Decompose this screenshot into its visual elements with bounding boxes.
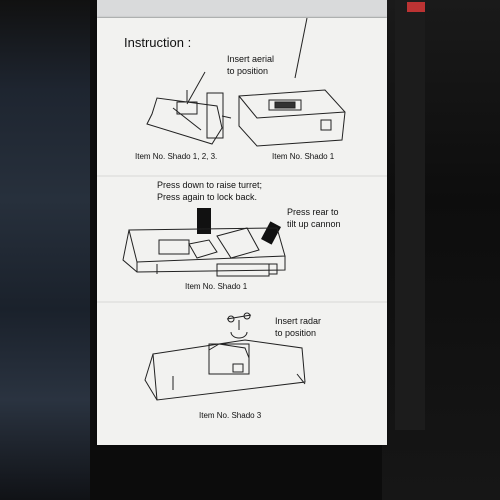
background-left <box>0 0 90 500</box>
panel1-caption-left: Item No. Shado 1, 2, 3. <box>135 152 218 161</box>
panel3-vehicle <box>144 339 306 401</box>
box-tab-red-right <box>407 2 425 12</box>
panel1-pointer-right <box>294 18 308 79</box>
panel2-note1-line2: Press again to lock back. <box>157 192 258 202</box>
panel1-pointer-left <box>186 71 206 105</box>
panel1-note-line2: to position <box>227 66 269 76</box>
panel1-note-line1: Insert aerial <box>227 54 275 64</box>
press-cannon-marker <box>261 221 281 245</box>
background-box <box>367 0 425 430</box>
panel3-note-line2: to position <box>275 328 317 338</box>
panel2-note2-line1: Press rear to <box>287 207 339 217</box>
panel2-note2-line2: tilt up cannon <box>287 219 341 229</box>
panel3-note-line1: Insert radar <box>275 316 322 326</box>
panel1-vehicle-left <box>146 90 232 145</box>
panel3-radar-part <box>226 312 252 339</box>
panel1-vehicle-right <box>238 89 346 147</box>
press-turret-marker <box>197 208 211 234</box>
illustrations <box>97 18 387 401</box>
panel2-note1-line1: Press down to raise turret; <box>157 180 263 190</box>
panel1-caption-right: Item No. Shado 1 <box>272 152 335 161</box>
instruction-sheet: Instruction : Insert aerial to position … <box>97 18 387 445</box>
panel3-caption: Item No. Shado 3 <box>199 411 262 420</box>
panel2-vehicle <box>122 227 286 277</box>
paper-top-edge <box>97 0 387 18</box>
panel2-caption: Item No. Shado 1 <box>185 282 248 291</box>
instruction-title: Instruction : <box>124 35 192 50</box>
